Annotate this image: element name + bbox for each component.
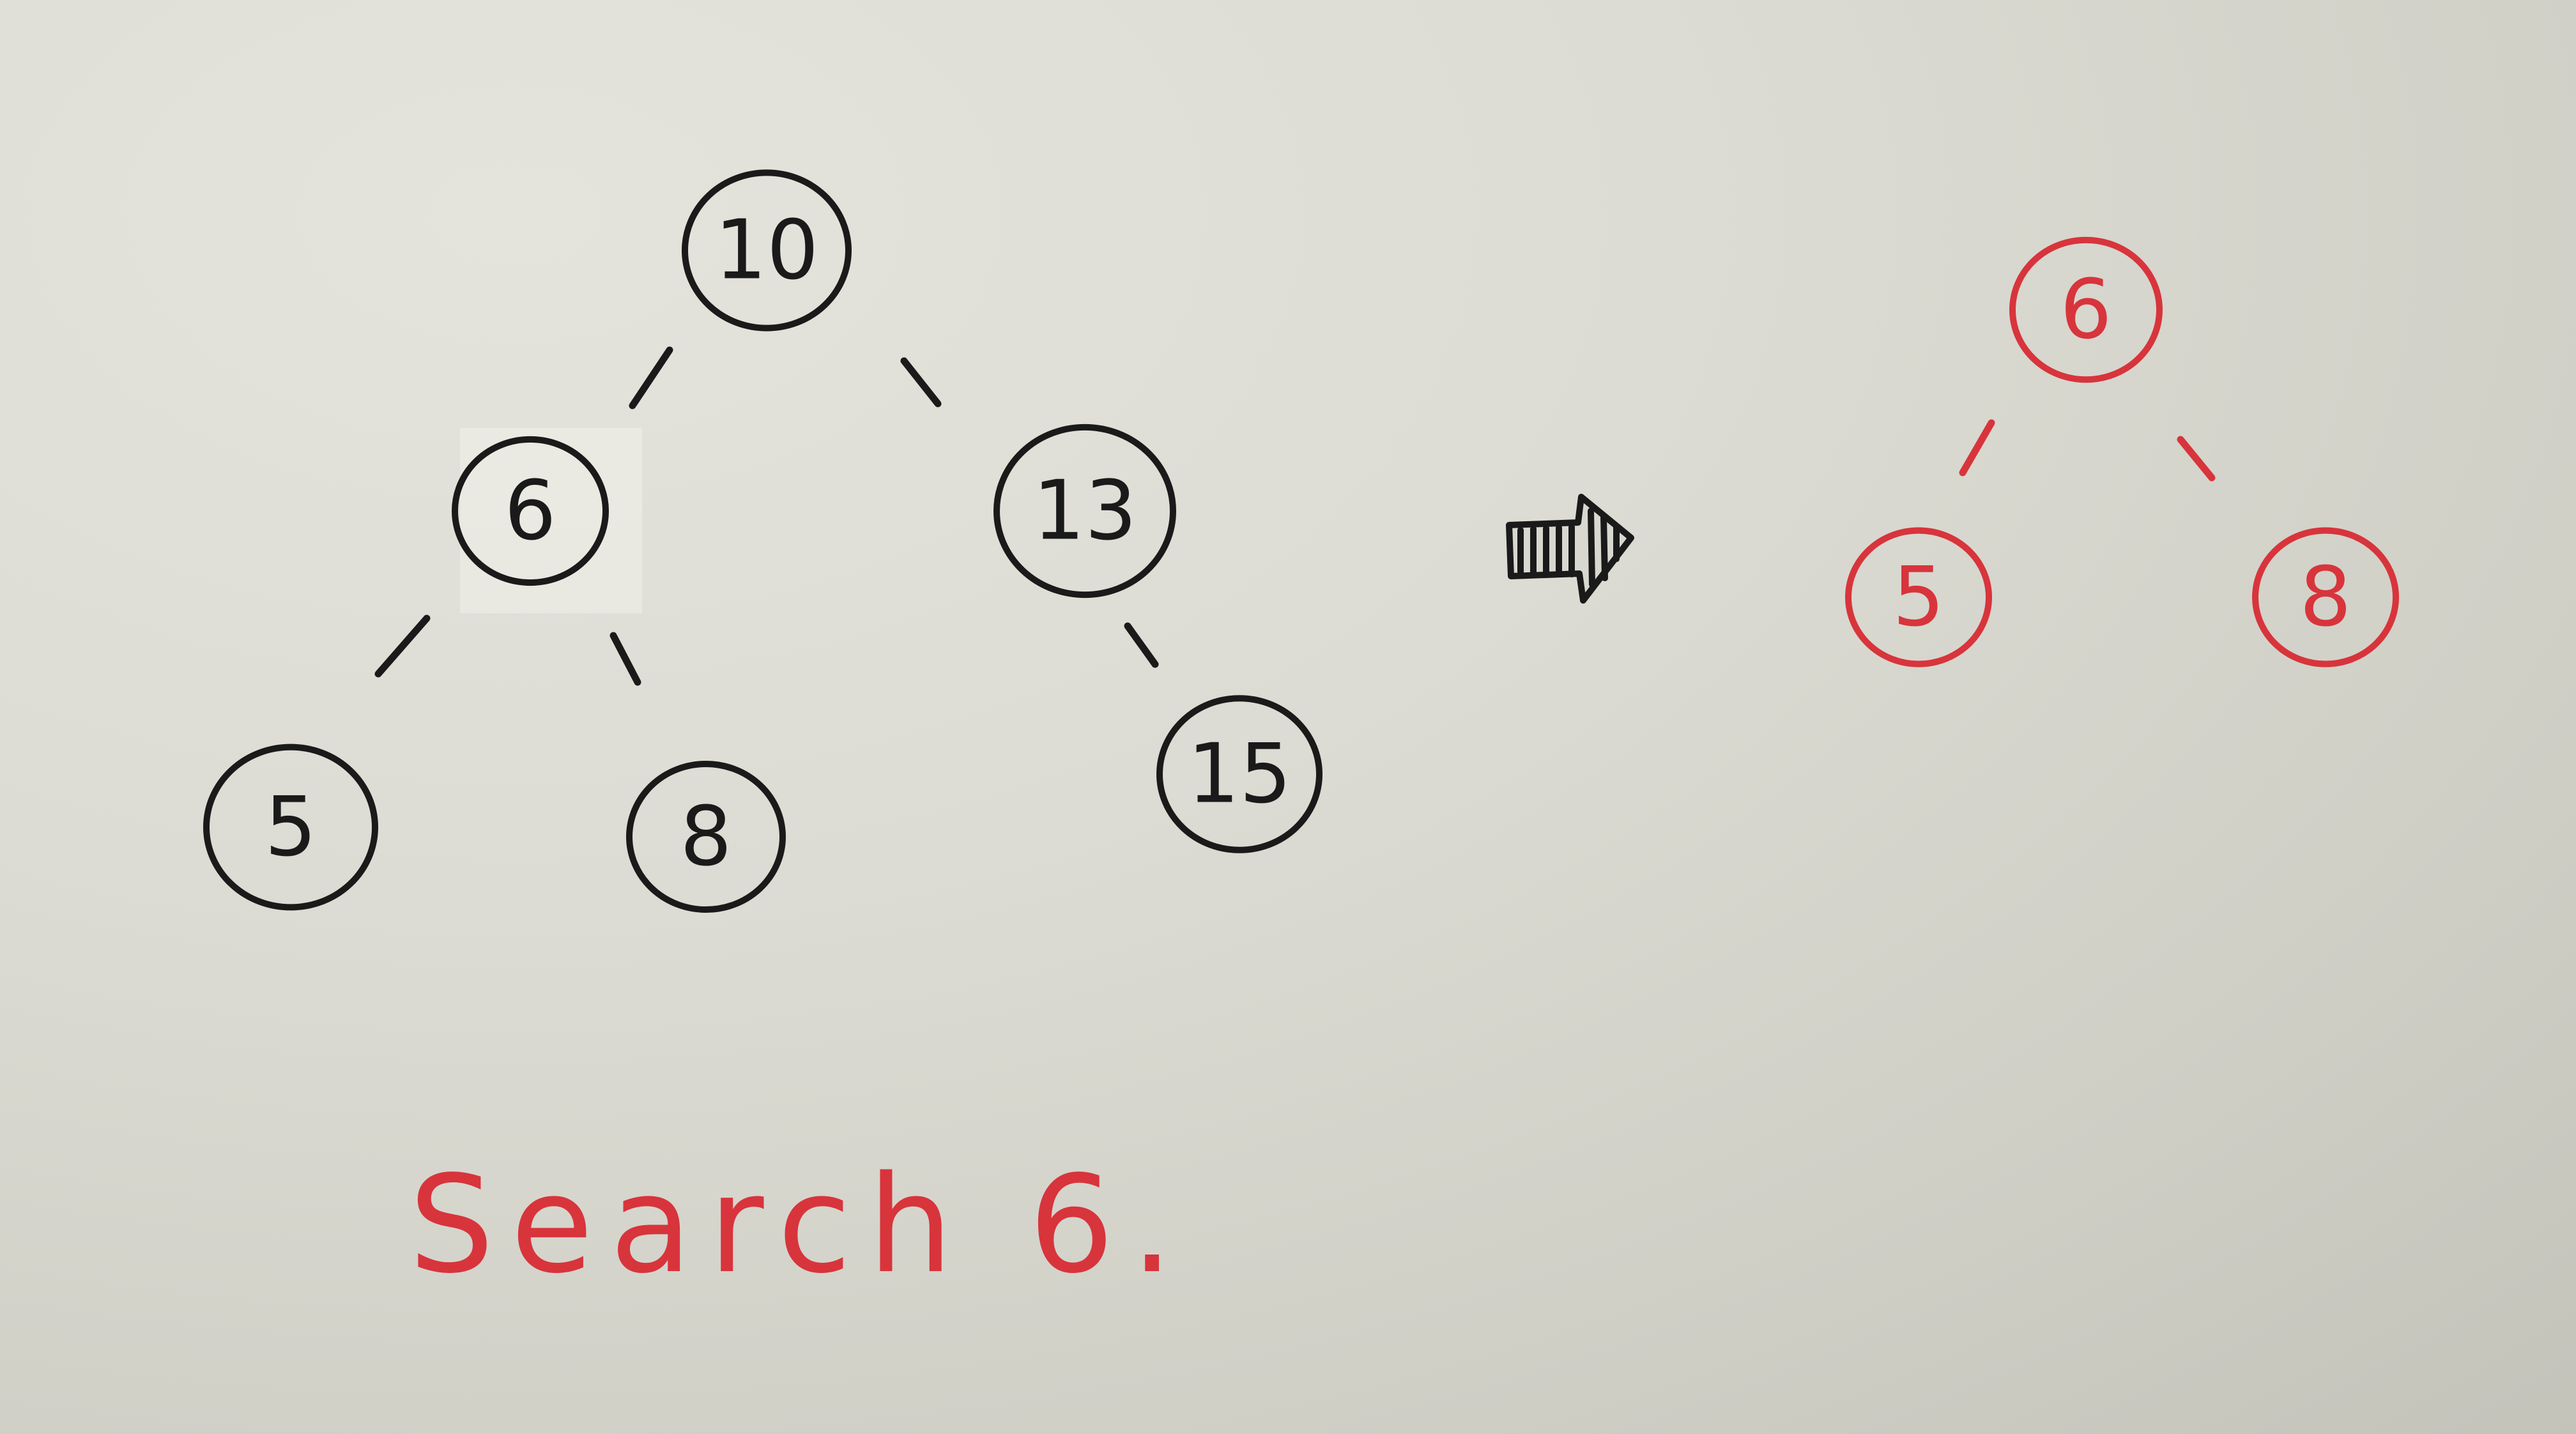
source-node-15: 15 [1156,695,1322,853]
source-node-circle [452,436,609,586]
source-edge-n13-n15 [1124,622,1159,668]
source-node-circle [682,169,852,332]
source-node-label: 10 [715,203,819,298]
source-node-5: 5 [203,744,378,911]
caption: Search 6. [409,1147,1190,1303]
source-node-label: 6 [504,464,556,559]
result-node-label: 5 [1892,550,1944,645]
result-node-6: 6 [2009,236,2163,383]
source-node-10: 10 [682,169,852,332]
source-node-label: 8 [680,789,732,885]
source-edge-n6-n8 [610,632,641,686]
source-tree: 10 6 13 5 8 15 [203,169,1322,913]
result-node-circle [1845,527,1992,667]
source-node-8: 8 [626,761,786,913]
source-edge-n6-n5 [374,614,431,678]
source-node-label: 5 [264,780,316,875]
source-node-circle [1156,695,1322,853]
result-node-label: 8 [2299,550,2351,645]
source-node-circle [626,761,786,913]
source-node-label: 15 [1188,727,1292,822]
result-node-label: 6 [2060,263,2112,358]
source-edge-n10-n13 [900,357,942,408]
result-edge-r6-r8 [2177,436,2216,482]
result-node-8: 8 [2252,527,2399,667]
hatched-right-arrow-icon [1506,494,1634,604]
result-node-5: 5 [1845,527,1992,667]
result-edge-r6-r5 [1959,419,1995,477]
result-tree: 6 5 8 [1845,236,2399,667]
source-node-6: 6 [452,436,609,586]
result-node-circle [2009,236,2163,383]
source-node-13: 13 [993,423,1176,599]
source-node-circle [203,744,378,911]
source-node-label: 13 [1033,464,1137,559]
result-node-circle [2252,527,2399,667]
source-edge-n10-n6 [629,346,673,409]
source-node-circle [993,423,1176,599]
